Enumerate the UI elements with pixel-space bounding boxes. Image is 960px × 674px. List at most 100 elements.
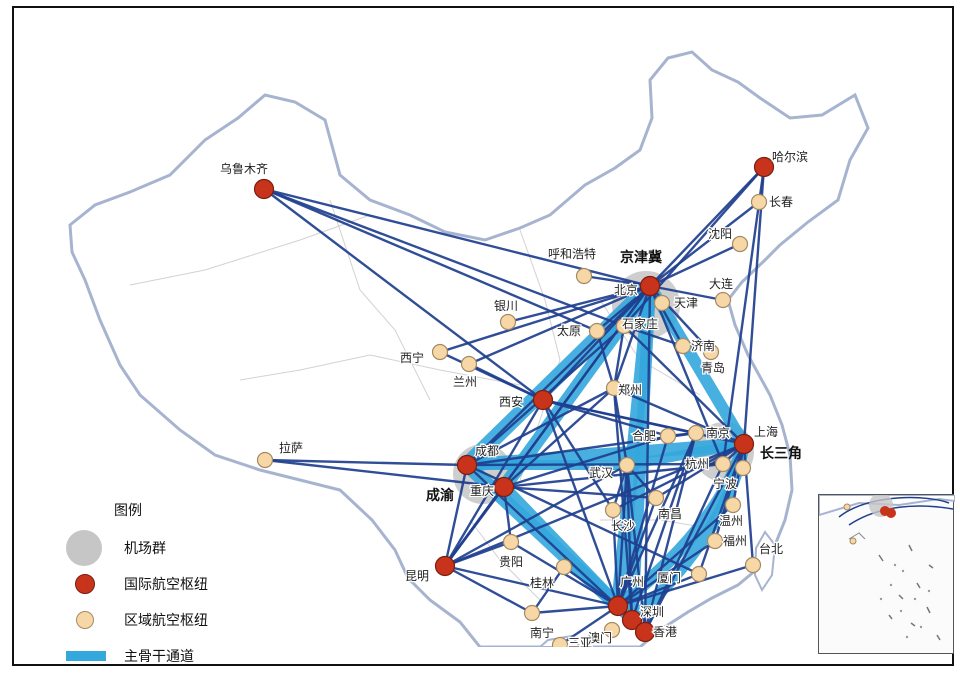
route-cc-bj [649, 201, 760, 287]
airport-node-bj [639, 275, 661, 297]
route-heb-sh [742, 166, 766, 445]
route-sh-zz [613, 386, 745, 446]
airport-node-nc [647, 489, 665, 507]
city-label-sy: 沈阳 [708, 226, 732, 241]
city-label-wlmq: 乌鲁木齐 [220, 161, 268, 176]
route-bj-lz [468, 284, 651, 366]
route-gz-wz [617, 504, 734, 607]
airport-node-gl [555, 558, 573, 576]
city-label-heb: 哈尔滨 [772, 149, 808, 164]
city-label-sjz: 石家庄 [622, 316, 658, 331]
airport-node-xn [431, 343, 449, 361]
route-gz-cs [611, 509, 620, 607]
airport-node-lz [460, 355, 478, 373]
city-label-sh: 上海 [754, 424, 778, 439]
route-xa-hf [542, 398, 669, 438]
route-szh-nj [630, 432, 698, 621]
route-cq-zz [503, 387, 615, 488]
city-label-xm: 厦门 [657, 570, 681, 585]
route-bj-xg [643, 285, 652, 633]
route-bj-hz [648, 285, 725, 465]
airport-node-xg [634, 621, 656, 643]
route-szh-wh [625, 464, 634, 621]
legend-regional-hub-label: 区域航空枢纽 [124, 613, 208, 629]
route-zz-bj [612, 285, 652, 389]
route-sy-bj [649, 242, 741, 288]
city-label-layer: 乌鲁木齐哈尔滨长春沈阳大连北京天津石家庄呼和浩特太原银川西宁兰州西安济南青岛郑州… [219, 148, 810, 647]
city-label-sya: 三亚 [568, 636, 592, 647]
airport-node-wlmq [253, 178, 275, 200]
city-label-bj: 北京 [614, 283, 638, 297]
route-bj-cd [466, 285, 651, 466]
route-sh-nc [655, 442, 745, 500]
airport-node-xa [532, 389, 554, 411]
city-label-zz: 郑州 [618, 382, 642, 397]
map-legend: 图例 机场群 国际航空枢纽 区域航空枢纽 主骨干通道 [64, 500, 324, 674]
city-label-hz: 杭州 [685, 456, 709, 471]
airport-node-qd [702, 343, 720, 361]
airport-node-nn [523, 604, 541, 622]
airport-node-hz [714, 455, 732, 473]
city-label-am: 澳门 [588, 630, 612, 645]
route-lz-xa [468, 362, 544, 402]
city-label-xn: 西宁 [400, 350, 424, 365]
airport-node-zz [605, 379, 623, 397]
route-wlmq-sjz [263, 187, 625, 328]
route-yc-bj [507, 284, 651, 324]
route-cd-km [443, 464, 469, 567]
city-label-xa: 西安 [499, 394, 523, 409]
cluster-label-csj: 长三角 [760, 445, 802, 462]
legend-main-corridor-label: 主骨干通道 [124, 649, 194, 665]
city-label-nj: 南京 [706, 425, 730, 440]
city-label-gy: 贵阳 [499, 555, 523, 569]
route-wlmq-xa [263, 188, 544, 401]
city-label-jn: 济南 [691, 338, 715, 353]
city-label-nb: 宁波 [713, 476, 737, 491]
legend-airport-cluster: 机场群 [64, 530, 324, 566]
airport-node-cs [604, 501, 622, 519]
airport-node-tb [744, 556, 762, 574]
airport-node-ty [588, 322, 606, 340]
airport-node-sh [733, 433, 755, 455]
route-gz-hf [616, 435, 670, 607]
route-km-xa [443, 399, 545, 567]
route-gz-fz [617, 540, 716, 607]
city-label-xg: 香港 [653, 625, 677, 639]
route-km-gz [444, 564, 619, 608]
route-nn-gl [531, 566, 565, 614]
legend-regional-hub: 区域航空枢纽 [64, 602, 324, 638]
city-label-yc: 银川 [494, 299, 518, 313]
city-label-cq: 重庆 [470, 484, 494, 498]
airport-node-xm [690, 565, 708, 583]
legend-international-hub-label: 国际航空枢纽 [124, 577, 208, 593]
airport-node-cd [456, 454, 478, 476]
airport-node-am [603, 621, 621, 639]
route-xa-gz [541, 399, 620, 607]
route-km-wh [444, 463, 628, 568]
route-nn-km [444, 564, 533, 615]
airport-node-nb [734, 459, 752, 477]
airport-node-hhht [575, 267, 593, 285]
city-label-tb: 台北 [759, 541, 783, 556]
legend-international-hub: 国际航空枢纽 [64, 566, 324, 602]
airport-node-ls [256, 451, 274, 469]
route-ty-bj [596, 285, 651, 332]
airport-node-sy [731, 235, 749, 253]
route-cq-hf [503, 434, 669, 489]
route-zz-ty [595, 330, 616, 389]
city-label-fz: 福州 [723, 533, 747, 548]
route-xg-sh [643, 443, 746, 633]
route-bj-xn [439, 284, 651, 354]
route-sh-sjz [623, 325, 745, 445]
route-hhht-bj [583, 274, 651, 288]
city-label-hf: 合肥 [632, 428, 656, 443]
city-label-nc: 南昌 [658, 506, 682, 521]
airport-node-jn [674, 337, 692, 355]
city-label-nn: 南宁 [530, 625, 554, 640]
route-km-bj [444, 285, 651, 567]
route-cd-hz [466, 462, 724, 467]
airport-node-sjz [615, 317, 633, 335]
route-dl-bj [649, 284, 724, 302]
route-gy-km [444, 540, 512, 568]
airport-node-km [434, 555, 456, 577]
